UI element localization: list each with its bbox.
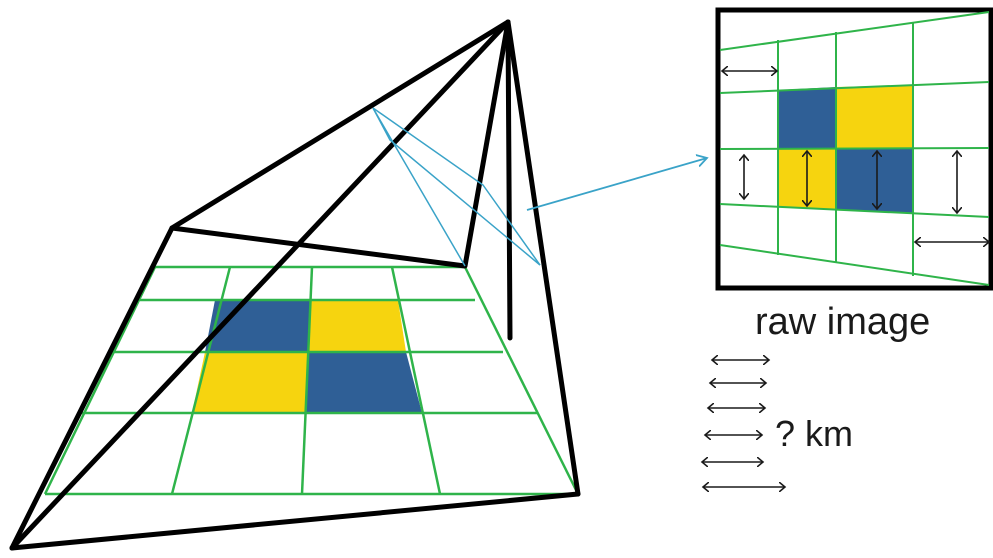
distance-arrows-legend (703, 360, 784, 487)
raw-cell-yellow-top-right (836, 85, 913, 148)
ground-grid-lines (43, 265, 580, 496)
raw-grid-lines (719, 11, 990, 286)
projection-rays (372, 107, 541, 267)
raw-cell-blue-top-left (778, 87, 836, 149)
camera-frustum (9, 19, 581, 551)
ground-cell-yellow-top-right (308, 300, 406, 352)
ground-cell-yellow-bottom-left (192, 352, 308, 413)
image-plane-outline (169, 19, 511, 269)
raw-cell-blue-bottom-right (836, 148, 913, 213)
raw-dimension-arrows (723, 71, 988, 242)
projection-arrow-icon (526, 158, 707, 211)
raw-image-label: raw image (755, 301, 930, 343)
ground-cell-blue-bottom-right (306, 352, 422, 413)
ground-grid (43, 265, 580, 496)
distance-question-label: ? km (775, 413, 853, 454)
raw-image-panel (715, 7, 993, 291)
